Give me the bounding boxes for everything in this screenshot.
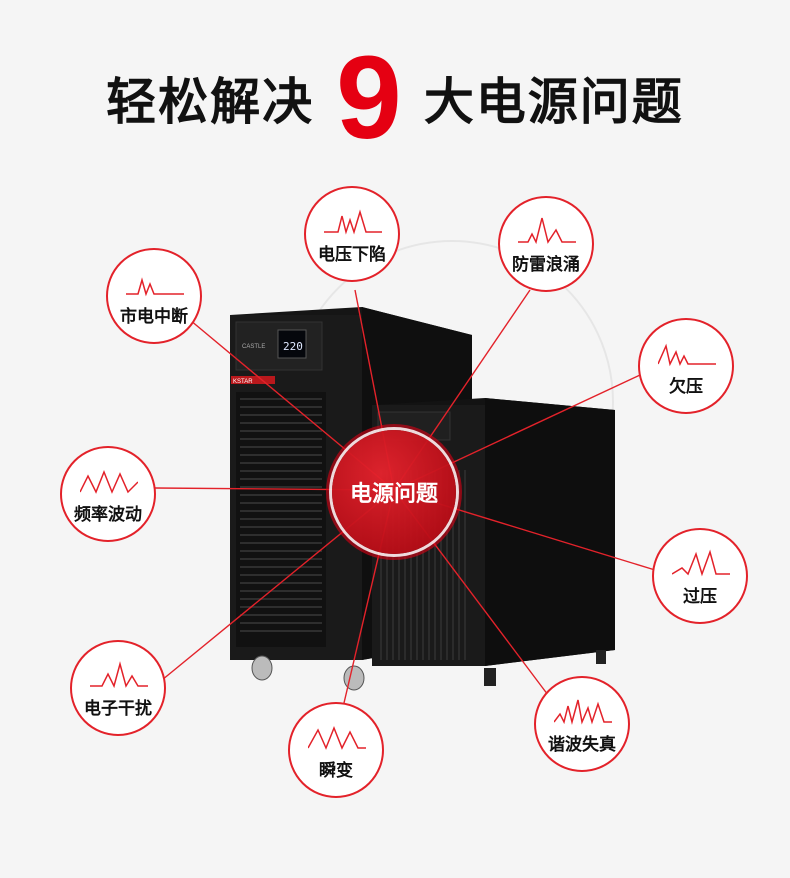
headline-part1: 轻松解决 [106, 73, 315, 131]
frequency-wave-icon [80, 469, 138, 494]
center-issue-label: 电源问题 [349, 482, 438, 507]
issue-bubble-interference: 电子干扰 [70, 640, 166, 736]
issue-label: 频率波动 [74, 505, 142, 525]
headline-part2: 大电源问题 [423, 73, 684, 131]
overvoltage-wave-icon [672, 549, 730, 577]
transient-wave-icon [308, 725, 366, 750]
outage-wave-icon [126, 277, 184, 297]
issue-bubble-outage: 市电中断 [106, 248, 202, 344]
issue-bubble-frequency: 频率波动 [60, 446, 156, 542]
surge-wave-icon [518, 217, 576, 245]
issue-label: 过压 [683, 587, 717, 607]
ups-brand-badge: KSTAR [233, 379, 253, 385]
issue-label: 欠压 [669, 377, 703, 397]
ups-display-value: 220 [283, 340, 303, 353]
interference-wave-icon [90, 661, 148, 689]
ups-brand-text: CASTLE [242, 344, 265, 350]
issue-bubble-harmonic: 谐波失真 [534, 676, 630, 772]
issue-bubble-overvoltage: 过压 [652, 528, 748, 624]
issue-label: 电压下陷 [318, 245, 386, 265]
voltage-sag-wave-icon [324, 209, 382, 235]
undervoltage-wave-icon [658, 343, 716, 367]
issue-bubble-undervoltage: 欠压 [638, 318, 734, 414]
issue-bubble-voltage-sag: 电压下陷 [304, 186, 400, 282]
headline-number: 9 [336, 32, 402, 164]
issue-label: 电子干扰 [84, 699, 152, 719]
issue-bubble-transient: 瞬变 [288, 702, 384, 798]
issue-label: 瞬变 [319, 761, 353, 781]
headline: 轻松解决 9 大电源问题 [0, 38, 790, 158]
center-issue-badge: 电源问题 [332, 430, 456, 554]
issue-label: 市电中断 [120, 307, 188, 327]
harmonic-wave-icon [554, 699, 612, 725]
issue-bubble-surge: 防雷浪涌 [498, 196, 594, 292]
issue-label: 防雷浪涌 [512, 255, 580, 275]
issue-label: 谐波失真 [548, 735, 616, 755]
